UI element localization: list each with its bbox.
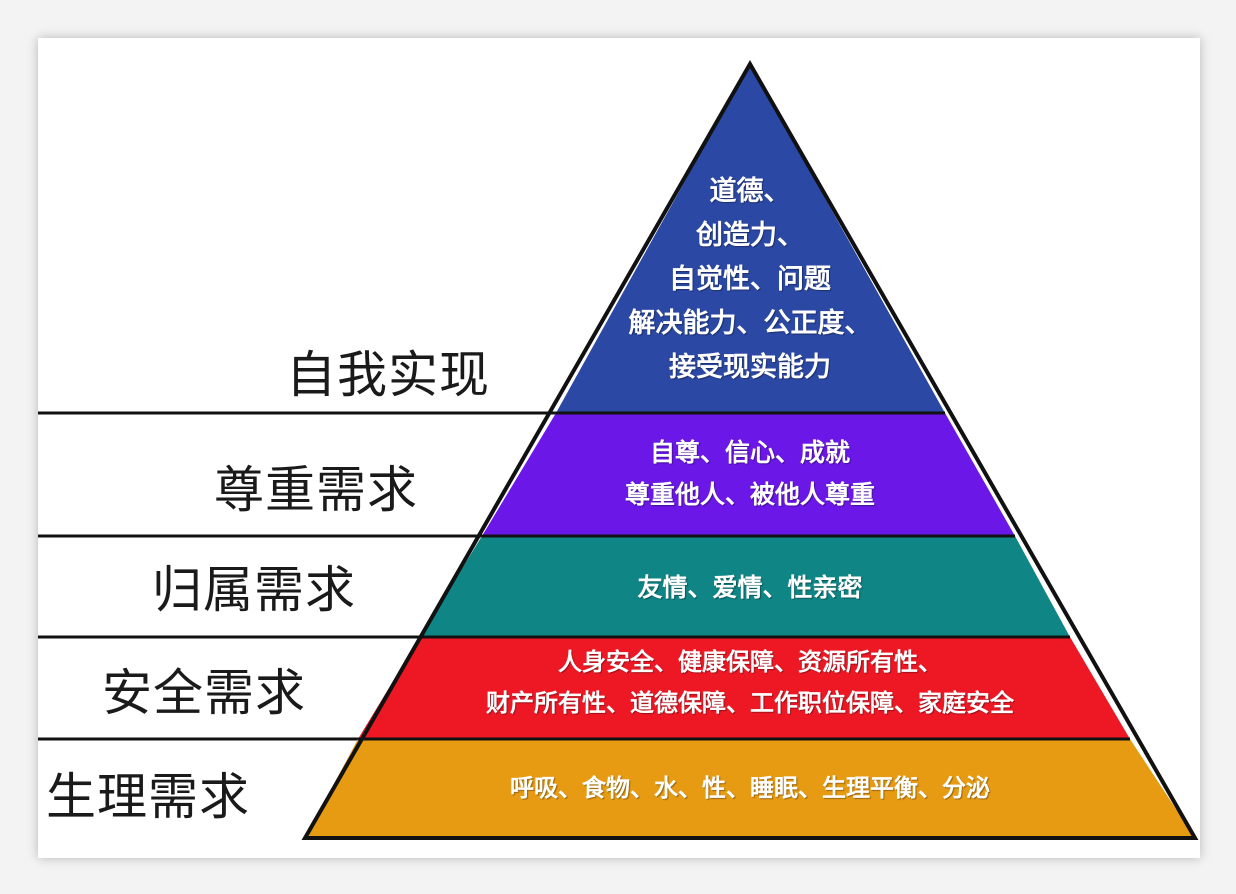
level-band-self-actualization xyxy=(556,64,945,413)
text-line: 自尊、信心、成就 xyxy=(649,438,850,467)
level-band-esteem xyxy=(482,413,1015,536)
level-band-physiological xyxy=(305,739,1195,838)
text-line: 人身安全、健康保障、资源所有性、 xyxy=(558,648,942,676)
text-belonging: 友情、爱情、性亲密 xyxy=(530,575,970,600)
level-band-safety xyxy=(358,637,1130,739)
text-line: 尊重他人、被他人尊重 xyxy=(624,480,875,509)
pyramid-outline xyxy=(301,59,1199,840)
text-physiological: 呼吸、食物、水、性、睡眠、生理平衡、分泌 xyxy=(380,776,1120,800)
label-belonging-needs: 归属需求 xyxy=(152,561,356,619)
text-line: 接受现实能力 xyxy=(669,352,831,383)
label-esteem-needs: 尊重需求 xyxy=(214,461,418,519)
text-line: 创造力、 xyxy=(696,220,804,251)
text-esteem: 自尊、信心、成就 尊重他人、被他人尊重 xyxy=(560,440,940,507)
text-self-actualization: 道德、 创造力、 自觉性、问题 解决能力、公正度、 接受现实能力 xyxy=(620,178,880,381)
label-self-actualization: 自我实现 xyxy=(286,346,490,404)
text-line: 自觉性、问题 xyxy=(669,264,831,295)
label-safety-needs: 安全需求 xyxy=(102,664,306,722)
label-physiological-needs: 生理需求 xyxy=(46,768,250,826)
text-line: 财产所有性、道德保障、工作职位保障、家庭安全 xyxy=(486,689,1014,717)
level-band-belonging xyxy=(420,536,1070,637)
text-line: 道德、 xyxy=(709,176,791,207)
text-safety: 人身安全、健康保障、资源所有性、 财产所有性、道德保障、工作职位保障、家庭安全 xyxy=(390,650,1110,715)
text-line: 解决能力、公正度、 xyxy=(628,308,872,339)
text-line: 友情、爱情、性亲密 xyxy=(637,573,863,602)
text-line: 呼吸、食物、水、性、睡眠、生理平衡、分泌 xyxy=(510,774,990,802)
